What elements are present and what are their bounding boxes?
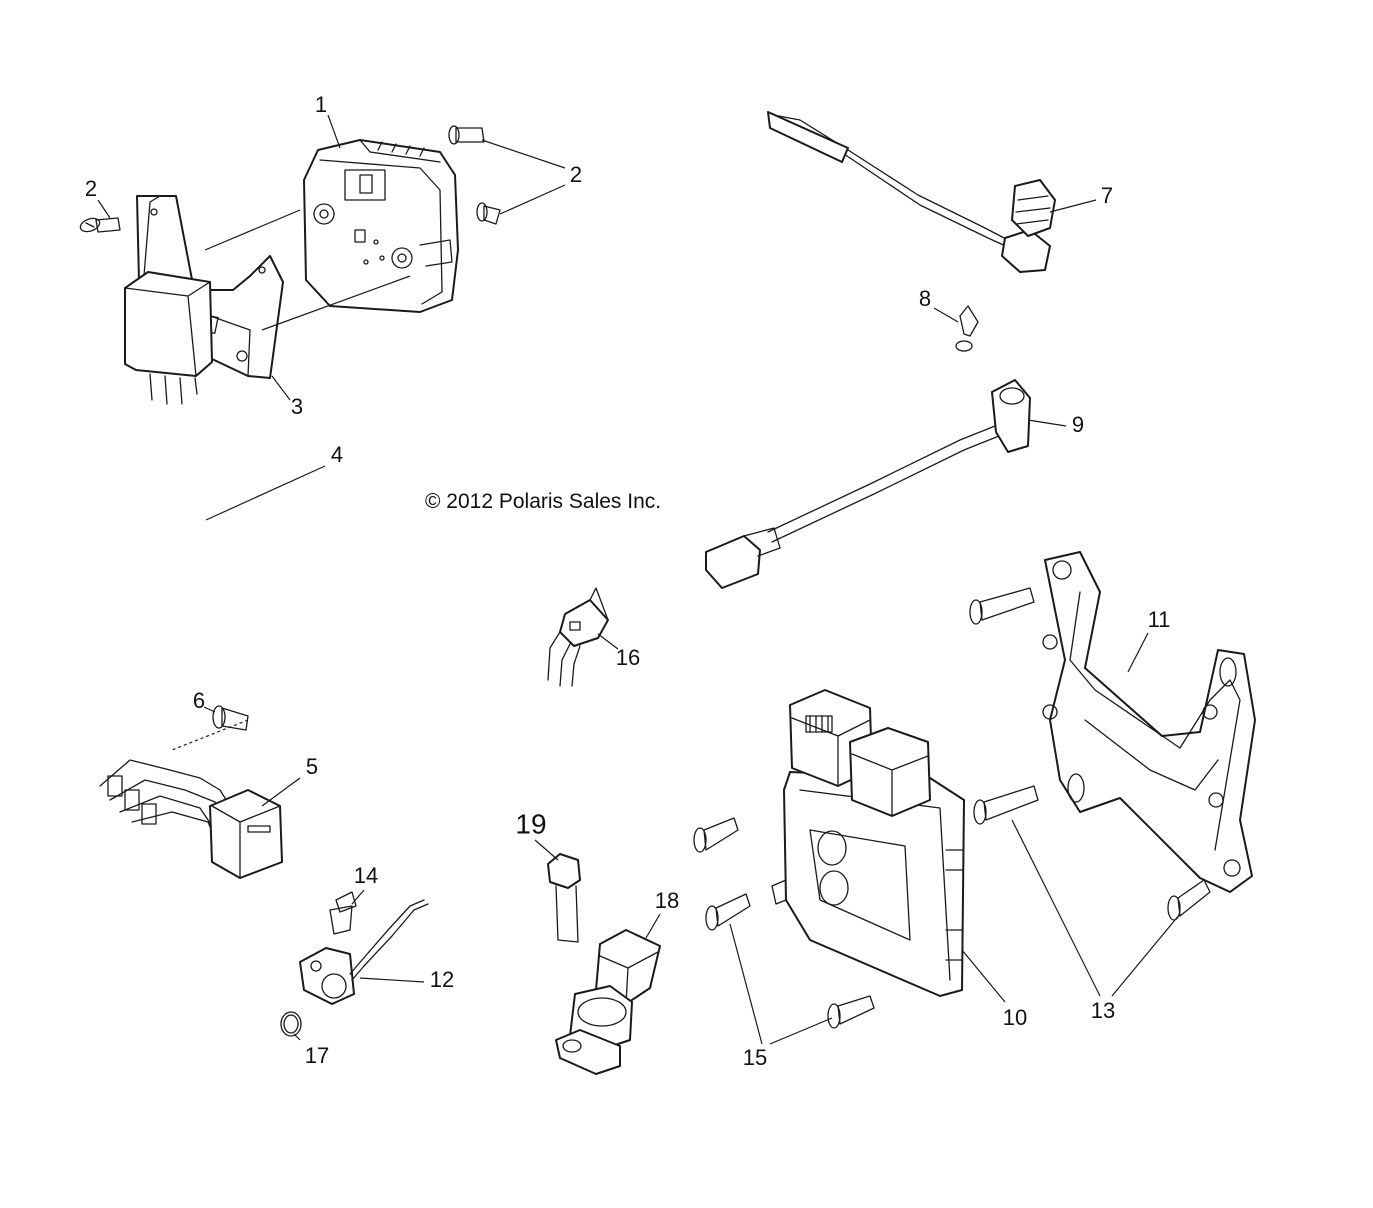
copyright-text: © 2012 Polaris Sales Inc.: [425, 490, 661, 513]
part-9-sensor[interactable]: [705, 379, 1031, 589]
part-10-ecu[interactable]: [771, 689, 965, 997]
callout-7: 7: [1101, 183, 1113, 208]
callout-15: 15: [743, 1045, 767, 1070]
part-13-screw-top[interactable]: [969, 587, 1035, 625]
callout-19: 19: [515, 808, 546, 839]
callout-8: 8: [919, 286, 931, 311]
part-12-sensor[interactable]: [299, 899, 429, 1005]
callout-17: 17: [305, 1043, 329, 1068]
callout-16: 16: [616, 645, 640, 670]
part-2-screw-mid[interactable]: [476, 202, 501, 225]
callout-2-right: 2: [570, 162, 582, 187]
callout-12: 12: [430, 967, 454, 992]
callout-5: 5: [306, 754, 318, 779]
callout-2-left: 2: [85, 176, 97, 201]
part-17-o-ring[interactable]: [280, 1011, 302, 1037]
callout-10: 10: [1003, 1005, 1027, 1030]
part-19-bolt[interactable]: [547, 853, 581, 943]
part-15-screw-a[interactable]: [693, 817, 739, 853]
part-15-screw-c[interactable]: [827, 995, 875, 1029]
part-1-regulator[interactable]: [303, 139, 459, 313]
part-5-harness[interactable]: [99, 759, 283, 879]
part-13-screw-mid[interactable]: [973, 785, 1039, 825]
part-18-sensor[interactable]: [555, 929, 661, 1075]
callout-4: 4: [331, 442, 343, 467]
callout-6: 6: [193, 688, 205, 713]
callout-14: 14: [354, 863, 378, 888]
callout-18: 18: [655, 888, 679, 913]
part-16-connector[interactable]: [547, 587, 609, 687]
part-11-plate[interactable]: [1042, 551, 1256, 893]
part-8-bolt[interactable]: [955, 305, 979, 352]
callout-1: 1: [315, 92, 327, 117]
callout-13: 13: [1091, 998, 1115, 1023]
part-7-sensor[interactable]: [767, 111, 1056, 273]
callout-9: 9: [1072, 412, 1084, 437]
callout-11: 11: [1148, 607, 1171, 632]
part-15-screw-b[interactable]: [705, 893, 751, 931]
part-6-screw[interactable]: [212, 705, 249, 731]
part-4-relay[interactable]: [124, 271, 213, 405]
part-13-screw-low[interactable]: [1167, 879, 1211, 921]
part-14-bolt[interactable]: [329, 891, 357, 935]
part-2-screw-top[interactable]: [448, 125, 485, 145]
part-2-screw-left[interactable]: [79, 216, 121, 234]
callout-3: 3: [291, 394, 303, 419]
